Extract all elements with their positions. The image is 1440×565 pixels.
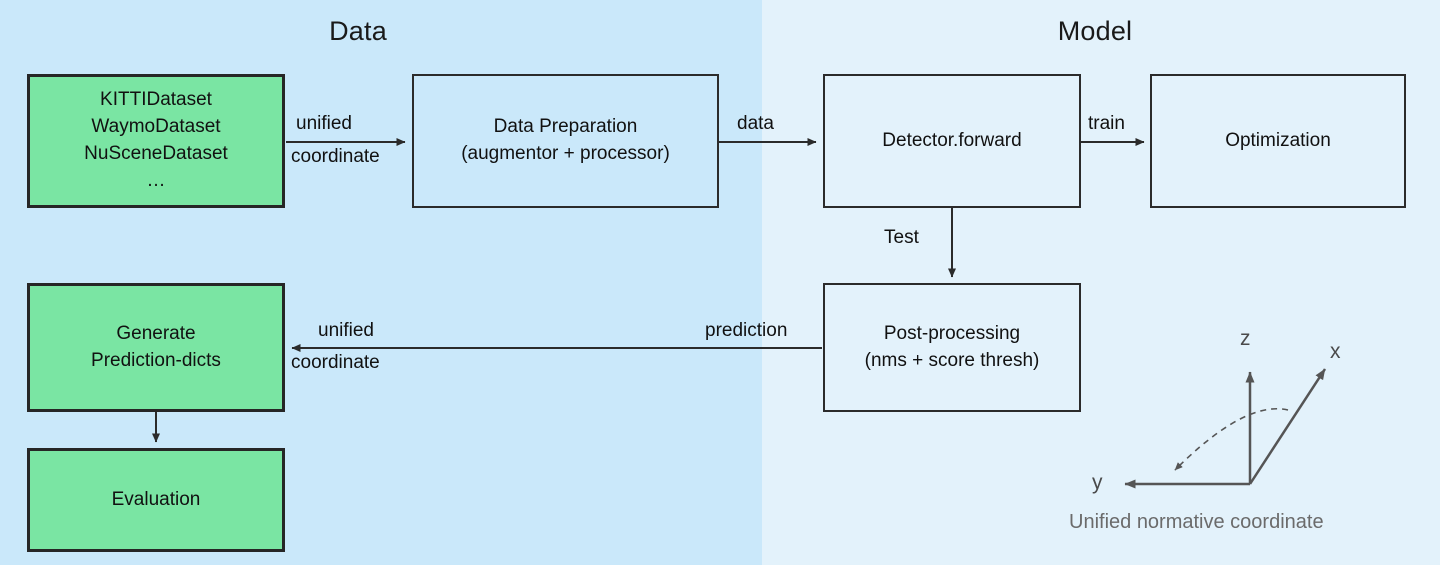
node-evaluation-line-1: Evaluation xyxy=(111,488,201,510)
node-datasets[interactable]: KITTIDataset WaymoDataset NuSceneDataset… xyxy=(27,74,285,208)
edge-label-coordinate-bottom: coordinate xyxy=(291,146,380,167)
node-detector-forward[interactable]: Detector.forward xyxy=(823,74,1081,208)
section-title-data: Data xyxy=(329,16,387,46)
section-title-model: Model xyxy=(1057,16,1133,46)
node-generate-prediction-dicts[interactable]: Generate Prediction-dicts xyxy=(27,283,285,412)
node-datasets-line-4: … xyxy=(146,169,166,191)
edge-label-train: train xyxy=(1088,113,1125,134)
node-evaluation[interactable]: Evaluation xyxy=(27,448,285,552)
coord-caption: Unified normative coordinate xyxy=(1069,511,1324,533)
node-data-preparation[interactable]: Data Preparation (augmentor + processor) xyxy=(412,74,719,208)
coord-label-z: z xyxy=(1240,327,1251,350)
node-datasets-line-3: NuSceneDataset xyxy=(84,143,228,164)
edge-label-data: data xyxy=(737,113,774,134)
edge-label-coordinate-return: coordinate xyxy=(291,352,380,373)
node-optimization[interactable]: Optimization xyxy=(1150,74,1406,208)
edge-label-unified-top: unified xyxy=(296,113,352,134)
node-data-preparation-line-2: (augmentor + processor) xyxy=(461,143,670,164)
node-post-processing-line-1: Post-processing xyxy=(883,322,1021,344)
node-detector-forward-line-1: Detector.forward xyxy=(882,129,1022,151)
coord-label-x: x xyxy=(1330,340,1341,363)
node-datasets-line-2: WaymoDataset xyxy=(91,116,221,138)
edge-label-test: Test xyxy=(884,227,919,248)
edge-label-prediction: prediction xyxy=(705,320,788,341)
node-generate-line-1: Generate xyxy=(116,322,196,344)
node-post-processing[interactable]: Post-processing (nms + score thresh) xyxy=(823,283,1081,412)
node-datasets-line-1: KITTIDataset xyxy=(100,89,212,111)
node-data-preparation-line-1: Data Preparation xyxy=(493,116,638,138)
node-generate-line-2: Prediction-dicts xyxy=(91,349,221,371)
node-optimization-line-1: Optimization xyxy=(1225,129,1331,151)
node-post-processing-line-2: (nms + score thresh) xyxy=(864,349,1040,371)
coord-label-y: y xyxy=(1092,471,1103,494)
edge-label-unified-return: unified xyxy=(318,320,374,341)
